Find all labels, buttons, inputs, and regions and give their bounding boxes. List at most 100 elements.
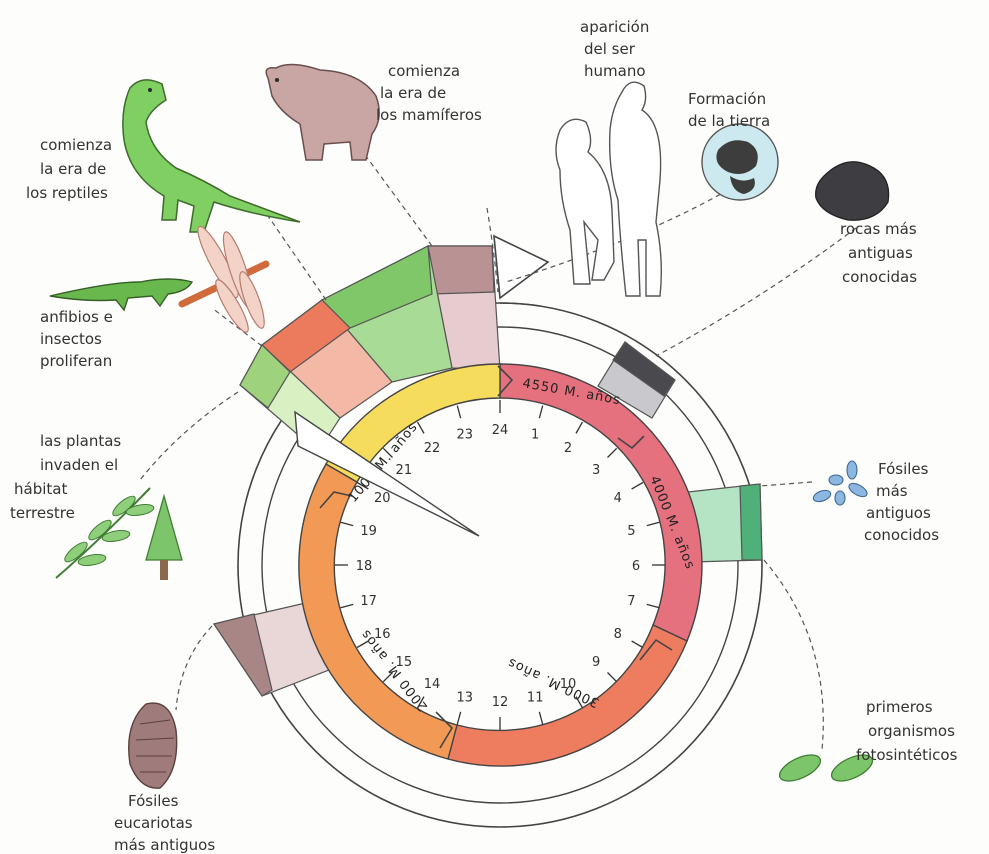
hour-tick-2	[576, 422, 583, 433]
label-humano-line2: del ser	[584, 40, 636, 58]
label-eucariotas: Fósiles eucariotas más antiguos	[114, 792, 215, 854]
label-rocas-line1: rocas más	[840, 220, 917, 238]
hour-tick-23	[457, 406, 460, 419]
hour-tick-1	[539, 406, 542, 419]
hour-label-16: 16	[374, 627, 391, 642]
label-fosiles-line2: más	[876, 482, 908, 500]
hour-label-1: 1	[531, 428, 539, 443]
label-eucariotas-line1: Fósiles	[128, 792, 179, 810]
label-reptiles-line2: la era de	[40, 160, 106, 178]
band-mammals-top	[428, 246, 494, 294]
leader-rocas	[656, 228, 856, 356]
hour-label-14: 14	[424, 677, 441, 692]
plant-icon	[56, 488, 155, 578]
hour-label-10: 10	[560, 677, 577, 692]
mammal-icon	[266, 64, 379, 160]
leader-mamiferos	[360, 148, 432, 246]
label-rocas: rocas más antiguas conocidas	[840, 220, 917, 286]
label-plantas-line4: terrestre	[10, 504, 75, 522]
label-fosiles: Fósiles más antiguos conocidos	[864, 460, 939, 544]
label-reptiles-line1: comienza	[40, 136, 112, 154]
label-humano-line1: aparición	[580, 18, 649, 36]
hour-tick-17	[341, 604, 354, 607]
label-rocas-line3: conocidas	[842, 268, 917, 286]
leader-eucariotas	[176, 626, 212, 710]
label-mamiferos-line1: comienza	[388, 62, 460, 80]
hour-label-8: 8	[614, 627, 622, 642]
hour-label-2: 2	[564, 441, 572, 456]
hour-label-11: 11	[527, 690, 544, 705]
dinosaur-icon	[123, 80, 300, 232]
hour-tick-19	[341, 522, 354, 525]
label-tierra-line2: de la tierra	[688, 112, 770, 130]
trilobite-icon	[129, 703, 177, 788]
hour-tick-9	[607, 672, 616, 681]
clock-ticks	[335, 400, 665, 730]
label-humano: aparición del ser humano	[580, 18, 649, 80]
label-fotosinteticos-line3: fotosintéticos	[856, 746, 958, 764]
label-fosiles-line3: antiguos	[866, 504, 931, 522]
label-anfibios: anfibios e insectos proliferan	[40, 308, 113, 370]
label-tierra-line1: Formación	[688, 90, 766, 108]
hour-tick-11	[539, 712, 542, 725]
label-rocas-line2: antiguas	[848, 244, 913, 262]
label-mamiferos-line2: la era de	[380, 84, 446, 102]
hour-tick-8	[632, 641, 643, 648]
hour-tick-7	[647, 604, 660, 607]
rock-icon	[816, 162, 889, 220]
hour-label-22: 22	[424, 441, 441, 456]
hour-label-9: 9	[592, 655, 600, 670]
label-fosiles-line4: conocidos	[864, 526, 939, 544]
label-fosiles-line1: Fósiles	[878, 460, 929, 478]
leader-fosiles	[760, 482, 812, 486]
label-eucariotas-line2: eucariotas	[114, 814, 193, 832]
fossil-bacteria-icon	[812, 461, 869, 505]
label-fotosinteticos: primeros organismos fotosintéticos	[856, 698, 958, 764]
label-anfibios-line1: anfibios e	[40, 308, 113, 326]
label-plantas-line1: las plantas	[40, 432, 121, 450]
label-mamiferos: comienza la era de los mamíferos	[376, 62, 482, 124]
band-fossils-top	[740, 484, 762, 560]
label-eucariotas-line3: más antiguos	[114, 836, 215, 854]
hour-label-4: 4	[614, 491, 622, 506]
label-reptiles: comienza la era de los reptiles	[26, 136, 112, 202]
arrow-label-red3: 3000 M. años	[505, 654, 602, 710]
hour-label-18: 18	[356, 559, 373, 574]
label-anfibios-line3: proliferan	[40, 352, 112, 370]
hour-label-19: 19	[360, 524, 377, 539]
human-figures-icon	[556, 82, 661, 296]
leader-plantas	[140, 392, 238, 480]
hour-label-12: 12	[492, 695, 509, 710]
label-fotosinteticos-line2: organismos	[868, 722, 955, 740]
hour-label-21: 21	[396, 463, 413, 478]
label-plantas-line3: hábitat	[14, 480, 67, 498]
label-plantas-line2: invaden el	[40, 456, 118, 474]
hour-label-5: 5	[627, 524, 635, 539]
label-plantas: las plantas invaden el hábitat terrestre	[10, 432, 121, 522]
hour-label-17: 17	[360, 594, 377, 609]
ring-arrow-head	[494, 236, 548, 298]
hour-label-3: 3	[592, 463, 600, 478]
hour-label-6: 6	[632, 559, 640, 574]
hour-tick-3	[607, 448, 616, 457]
label-tierra: Formación de la tierra	[688, 90, 770, 130]
label-anfibios-line2: insectos	[40, 330, 102, 348]
hour-label-13: 13	[457, 690, 474, 705]
hour-tick-4	[632, 483, 643, 490]
hour-tick-13	[457, 712, 460, 725]
hour-label-24: 24	[492, 423, 509, 438]
lizard-icon	[50, 279, 192, 310]
hour-tick-5	[647, 522, 660, 525]
leader-fotosinteticos	[764, 560, 823, 750]
label-fotosinteticos-line1: primeros	[866, 698, 933, 716]
label-humano-line3: humano	[584, 62, 646, 80]
hour-label-15: 15	[396, 655, 413, 670]
hour-label-23: 23	[457, 428, 474, 443]
hour-label-20: 20	[374, 491, 391, 506]
hour-label-7: 7	[627, 594, 635, 609]
leader-reptiles	[268, 216, 326, 300]
label-mamiferos-line3: los mamíferos	[376, 106, 482, 124]
